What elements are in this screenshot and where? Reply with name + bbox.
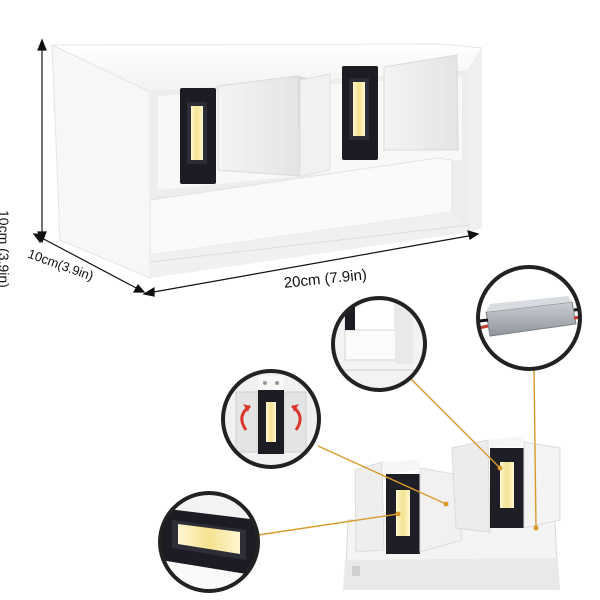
driver-closeup: [476, 265, 582, 371]
top-reflector-closeup: [331, 296, 427, 392]
height-dimension-label: 10cm (3.9in): [0, 210, 12, 288]
dimension-lines: [32, 38, 480, 297]
led-strip-closeup: [158, 491, 260, 593]
callout-lines: [257, 367, 537, 536]
adjustable-flaps-closeup: [221, 369, 321, 469]
secondary-lamp: [343, 436, 561, 590]
main-lamp: [51, 43, 483, 279]
